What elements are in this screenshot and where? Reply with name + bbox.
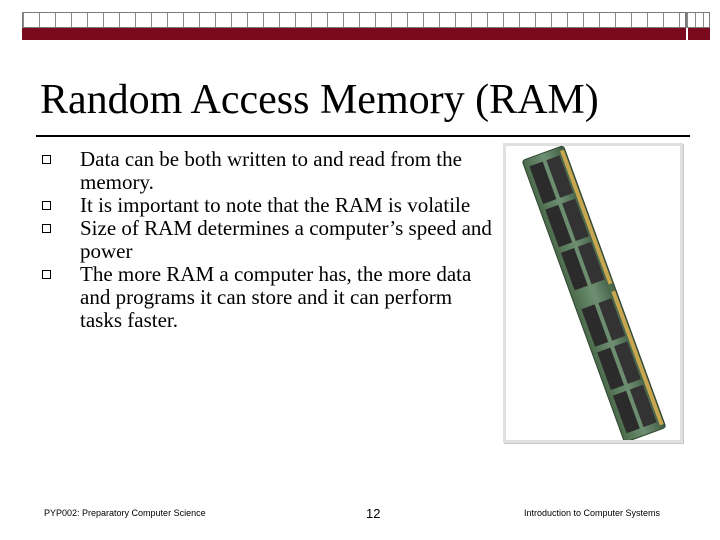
bullet-item: The more RAM a computer has, the more da… bbox=[36, 263, 492, 332]
grid-strip-end bbox=[686, 12, 710, 28]
bullet-item: Size of RAM determines a computer’s spee… bbox=[36, 217, 492, 263]
accent-bar-end bbox=[686, 28, 710, 40]
header-decoration bbox=[22, 12, 710, 40]
bullet-text: The more RAM a computer has, the more da… bbox=[80, 262, 472, 332]
bullet-text: Size of RAM determines a computer’s spee… bbox=[80, 216, 492, 263]
slide-title: Random Access Memory (RAM) bbox=[40, 77, 599, 123]
bullet-item: It is important to note that the RAM is … bbox=[36, 194, 492, 217]
footer-topic: Introduction to Computer Systems bbox=[524, 508, 661, 518]
square-bullet-icon bbox=[42, 155, 51, 164]
grid-strip bbox=[22, 12, 686, 28]
bullet-item: Data can be both written to and read fro… bbox=[36, 148, 492, 194]
bullet-list: Data can be both written to and read fro… bbox=[36, 148, 492, 332]
accent-bar bbox=[22, 28, 686, 40]
title-divider bbox=[36, 135, 690, 137]
square-bullet-icon bbox=[42, 270, 51, 279]
bullet-text: Data can be both written to and read fro… bbox=[80, 147, 462, 194]
footer-page-number: 12 bbox=[366, 506, 381, 521]
square-bullet-icon bbox=[42, 224, 51, 233]
bullet-text: It is important to note that the RAM is … bbox=[80, 193, 471, 217]
square-bullet-icon bbox=[42, 201, 51, 210]
ram-module-icon bbox=[522, 145, 666, 443]
footer-course: PYP002: Preparatory Computer Science bbox=[44, 508, 206, 518]
ram-module-photo bbox=[503, 143, 683, 443]
